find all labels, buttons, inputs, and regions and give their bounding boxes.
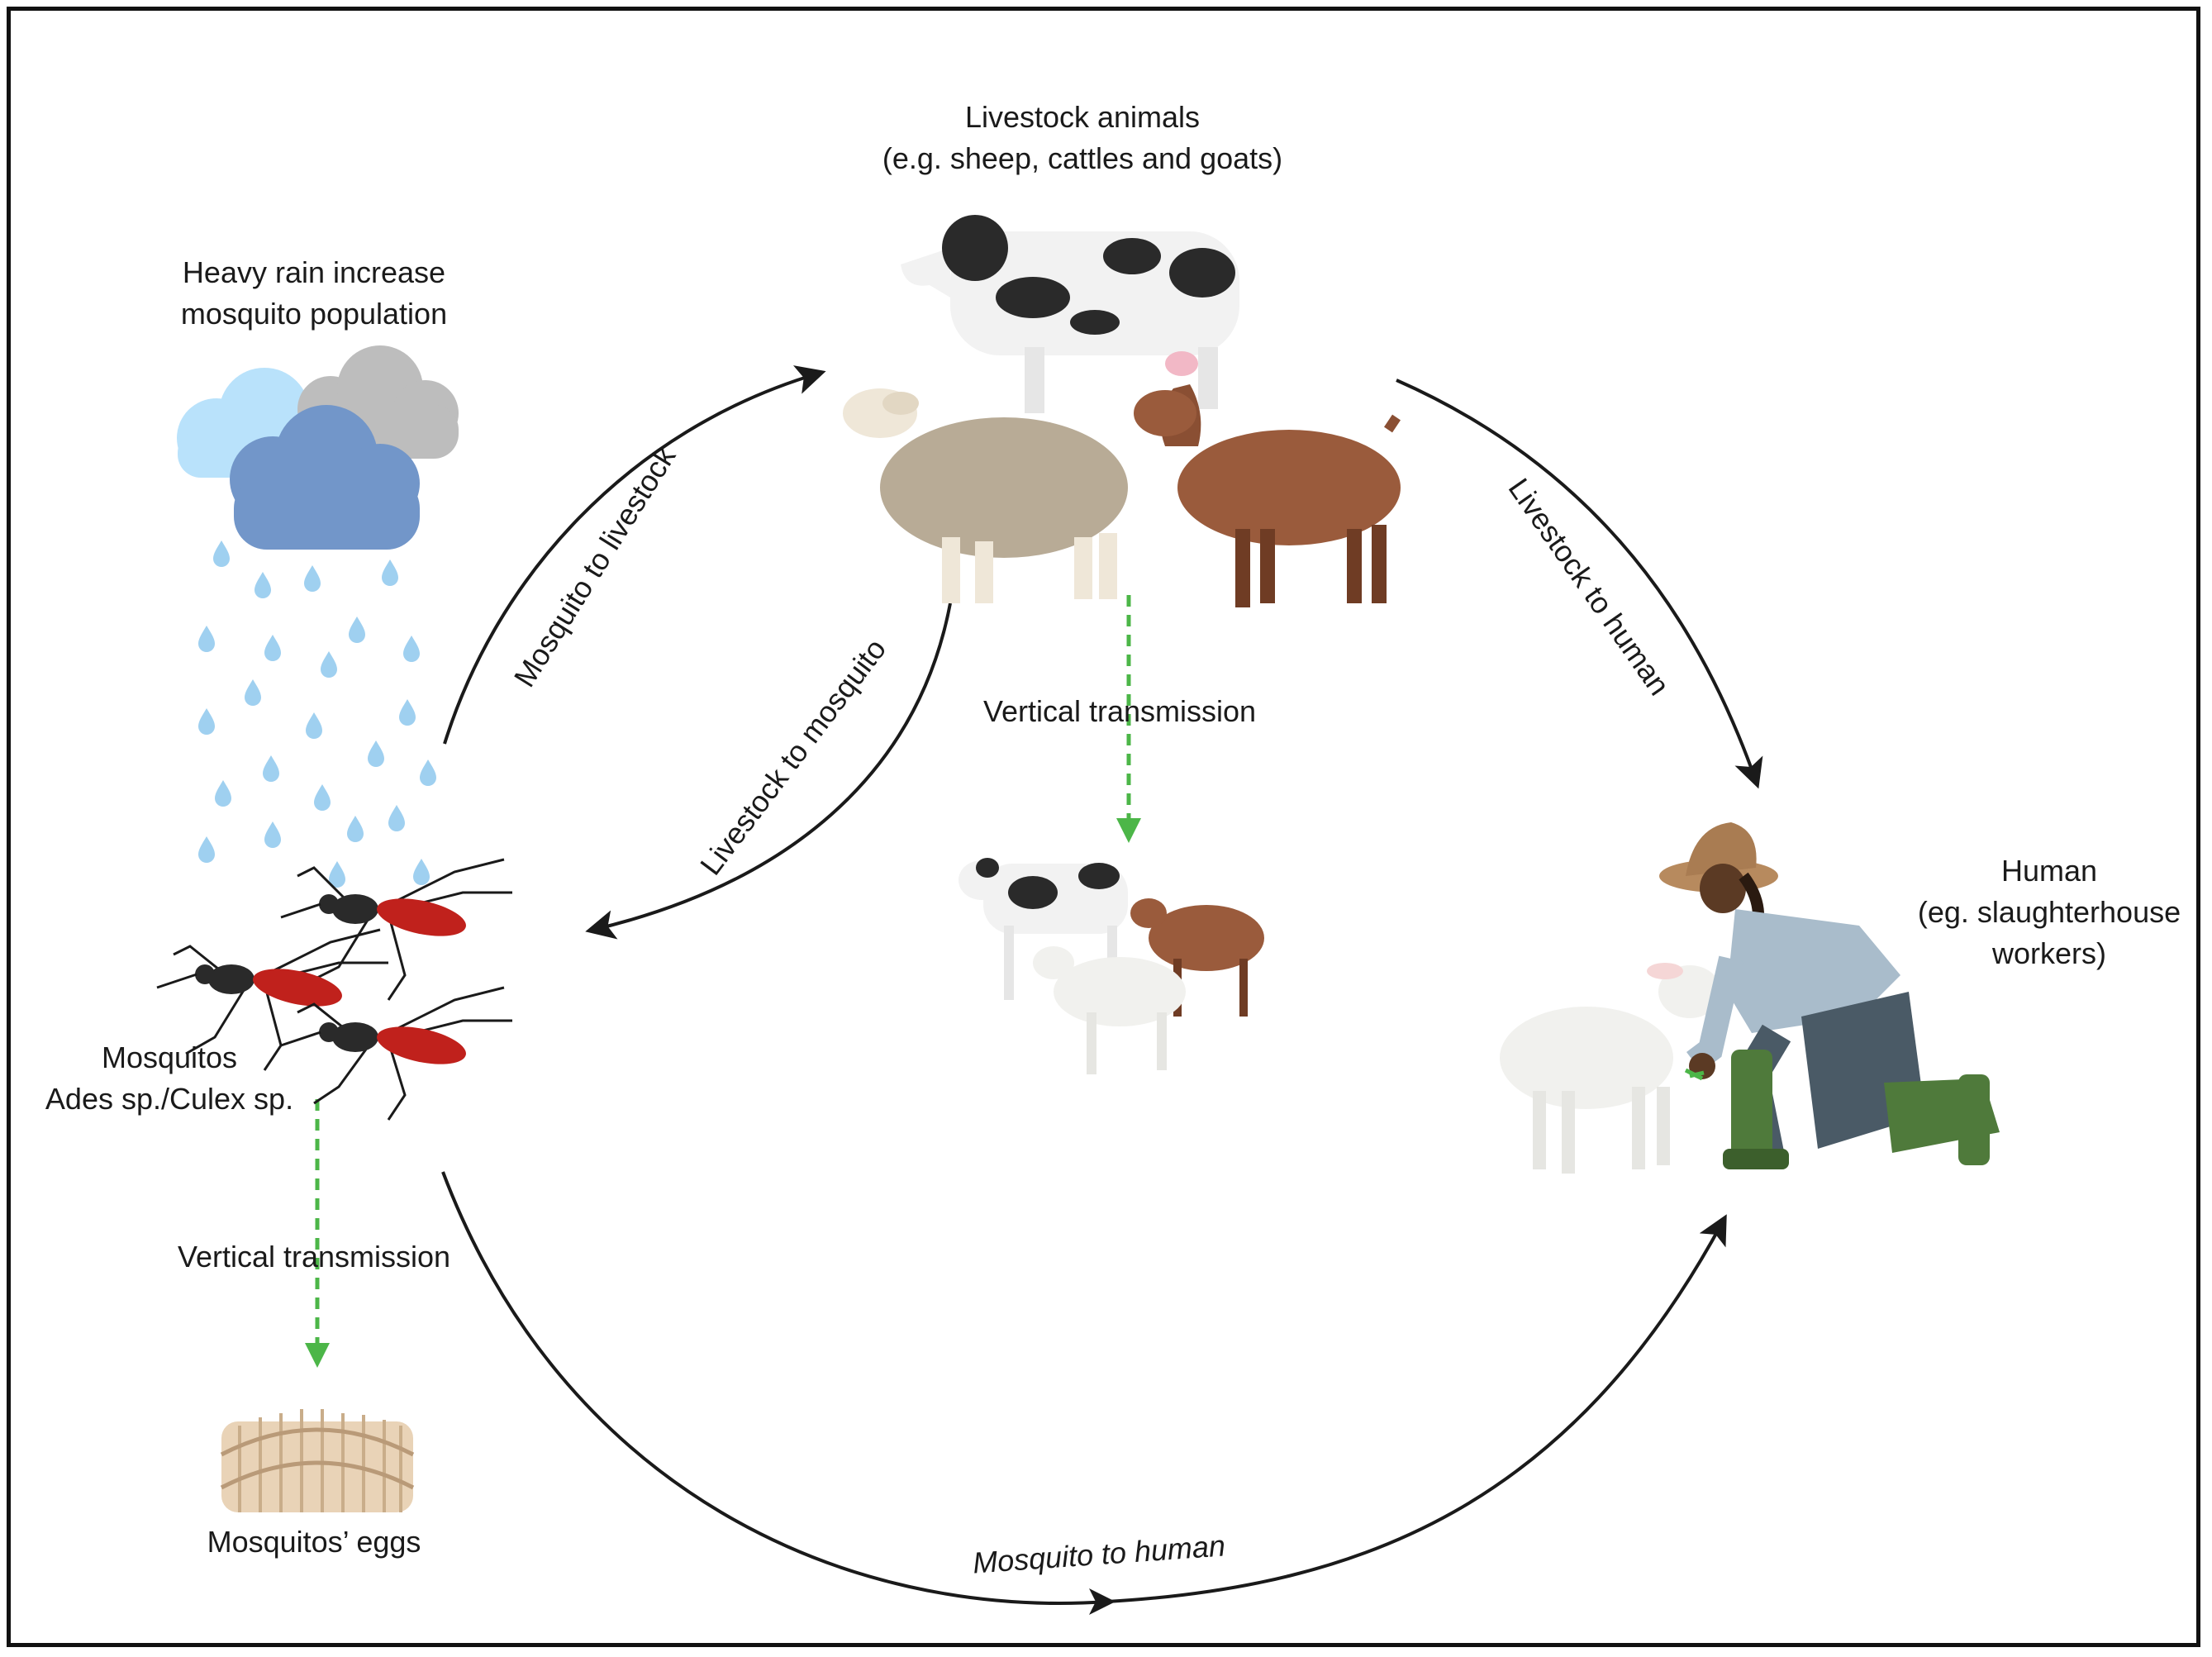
mosquito-icon — [156, 928, 388, 1071]
arrow-mosquito-to-human-mid-head — [1089, 1588, 1116, 1615]
rain-label-line2: mosquito population — [180, 297, 448, 331]
mosquitos-label: Mosquitos Ades sp./Culex sp. — [33, 1037, 306, 1120]
human-label-line1: Human — [2000, 854, 2098, 888]
farmer-icon — [1659, 822, 2000, 1169]
sheep-icon — [843, 388, 1128, 603]
cow-icon — [901, 215, 1239, 413]
diagram-border — [7, 7, 2200, 1647]
mosquitos-label-line1: Mosquitos — [101, 1040, 238, 1074]
leaves-icon — [1684, 1068, 1705, 1081]
livestock-label-line1: Livestock animals — [964, 100, 1201, 134]
calf-icon — [959, 858, 1128, 1000]
mosquito-icon — [280, 858, 512, 1001]
lamb-icon — [1033, 946, 1186, 1074]
vertical-transmission-livestock-label: Vertical transmission — [982, 694, 1257, 728]
mosquito-eggs-icon — [220, 1409, 415, 1512]
livestock-label-line2: (e.g. sheep, cattles and goats) — [882, 141, 1283, 175]
mosquito-icon — [280, 986, 512, 1121]
human-label: Human (eg. slaughterhouse workers) — [1892, 850, 2206, 974]
mosquitos-label-line2: Ades sp./Culex sp. — [45, 1082, 294, 1116]
arrow-livestock-to-human — [1396, 379, 1763, 789]
clouds-icon — [177, 345, 459, 550]
goat-icon — [1134, 384, 1401, 607]
eggs-label: Mosquitos’ eggs — [207, 1525, 421, 1559]
lamb-icon — [1500, 963, 1721, 1174]
livestock-label: Livestock animals (e.g. sheep, cattles a… — [851, 97, 1314, 179]
arrow-mosquito-to-livestock — [443, 365, 826, 745]
rain-label-line1: Heavy rain increase — [182, 255, 446, 289]
human-label-line2: (eg. slaughterhouse — [1917, 895, 2181, 929]
vertical-transmission-mosquito-label: Vertical transmission — [177, 1240, 451, 1274]
arrow-livestock-to-mosquito — [585, 602, 952, 940]
rain-label: Heavy rain increase mosquito population — [132, 252, 496, 335]
human-label-line3: workers) — [1991, 936, 2106, 970]
